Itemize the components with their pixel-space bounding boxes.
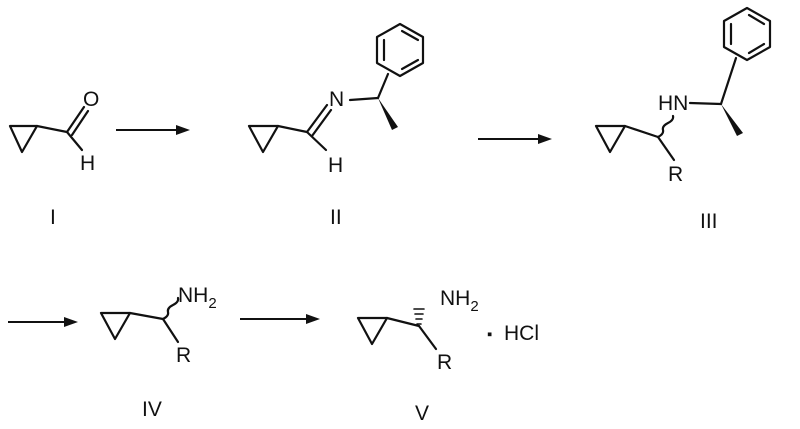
hydrogen-label: H — [80, 152, 95, 175]
cyclopropane-ring-iii — [594, 124, 627, 154]
cyclopropane-ring-i — [8, 124, 39, 154]
compound-v: NH2 R ▪ HCl V — [356, 287, 539, 425]
wedge-bond-iii — [721, 104, 743, 136]
reaction-arrow-1 — [116, 125, 190, 135]
hcl-label: HCl — [504, 322, 539, 345]
compound-label-i: I — [50, 206, 56, 229]
compound-iv: NH2 R IV — [99, 284, 217, 421]
nitrogen-label: N — [329, 88, 344, 111]
cyclopropane-ring-v — [356, 316, 389, 346]
phenyl-ring-ii — [375, 22, 425, 78]
compound-label-v: V — [415, 402, 429, 425]
compound-i: O H I — [8, 88, 99, 229]
amine-label: HN — [658, 92, 688, 115]
r-group-label-iii: R — [668, 163, 683, 186]
wavy-bond-iii — [656, 114, 675, 139]
wavy-bond-iv — [161, 296, 180, 321]
reaction-arrow-3 — [8, 317, 78, 327]
amine-nh-label-v: NH2 — [440, 287, 479, 315]
cyclopropane-ring-iv — [99, 311, 132, 341]
wedge-bond-ii — [378, 98, 398, 130]
reaction-arrow-2 — [478, 134, 552, 144]
oxygen-label: O — [83, 88, 99, 111]
salt-dot: ▪ — [487, 326, 492, 343]
compound-label-ii: II — [330, 206, 342, 229]
r-group-label-v: R — [437, 351, 452, 374]
r-group-label-iv: R — [176, 344, 191, 367]
reaction-arrow-4 — [240, 314, 320, 324]
compound-iii: HN R III — [594, 6, 772, 233]
compound-label-iii: III — [700, 210, 718, 233]
phenyl-ring-iii — [722, 6, 772, 62]
hydrogen-label-ii: H — [328, 154, 343, 177]
compound-label-iv: IV — [142, 398, 162, 421]
hash-bond-v — [413, 308, 425, 325]
cyclopropane-ring-ii — [247, 124, 280, 154]
amine-nh-label: NH2 — [178, 284, 217, 312]
compound-ii: N H II — [247, 22, 425, 229]
